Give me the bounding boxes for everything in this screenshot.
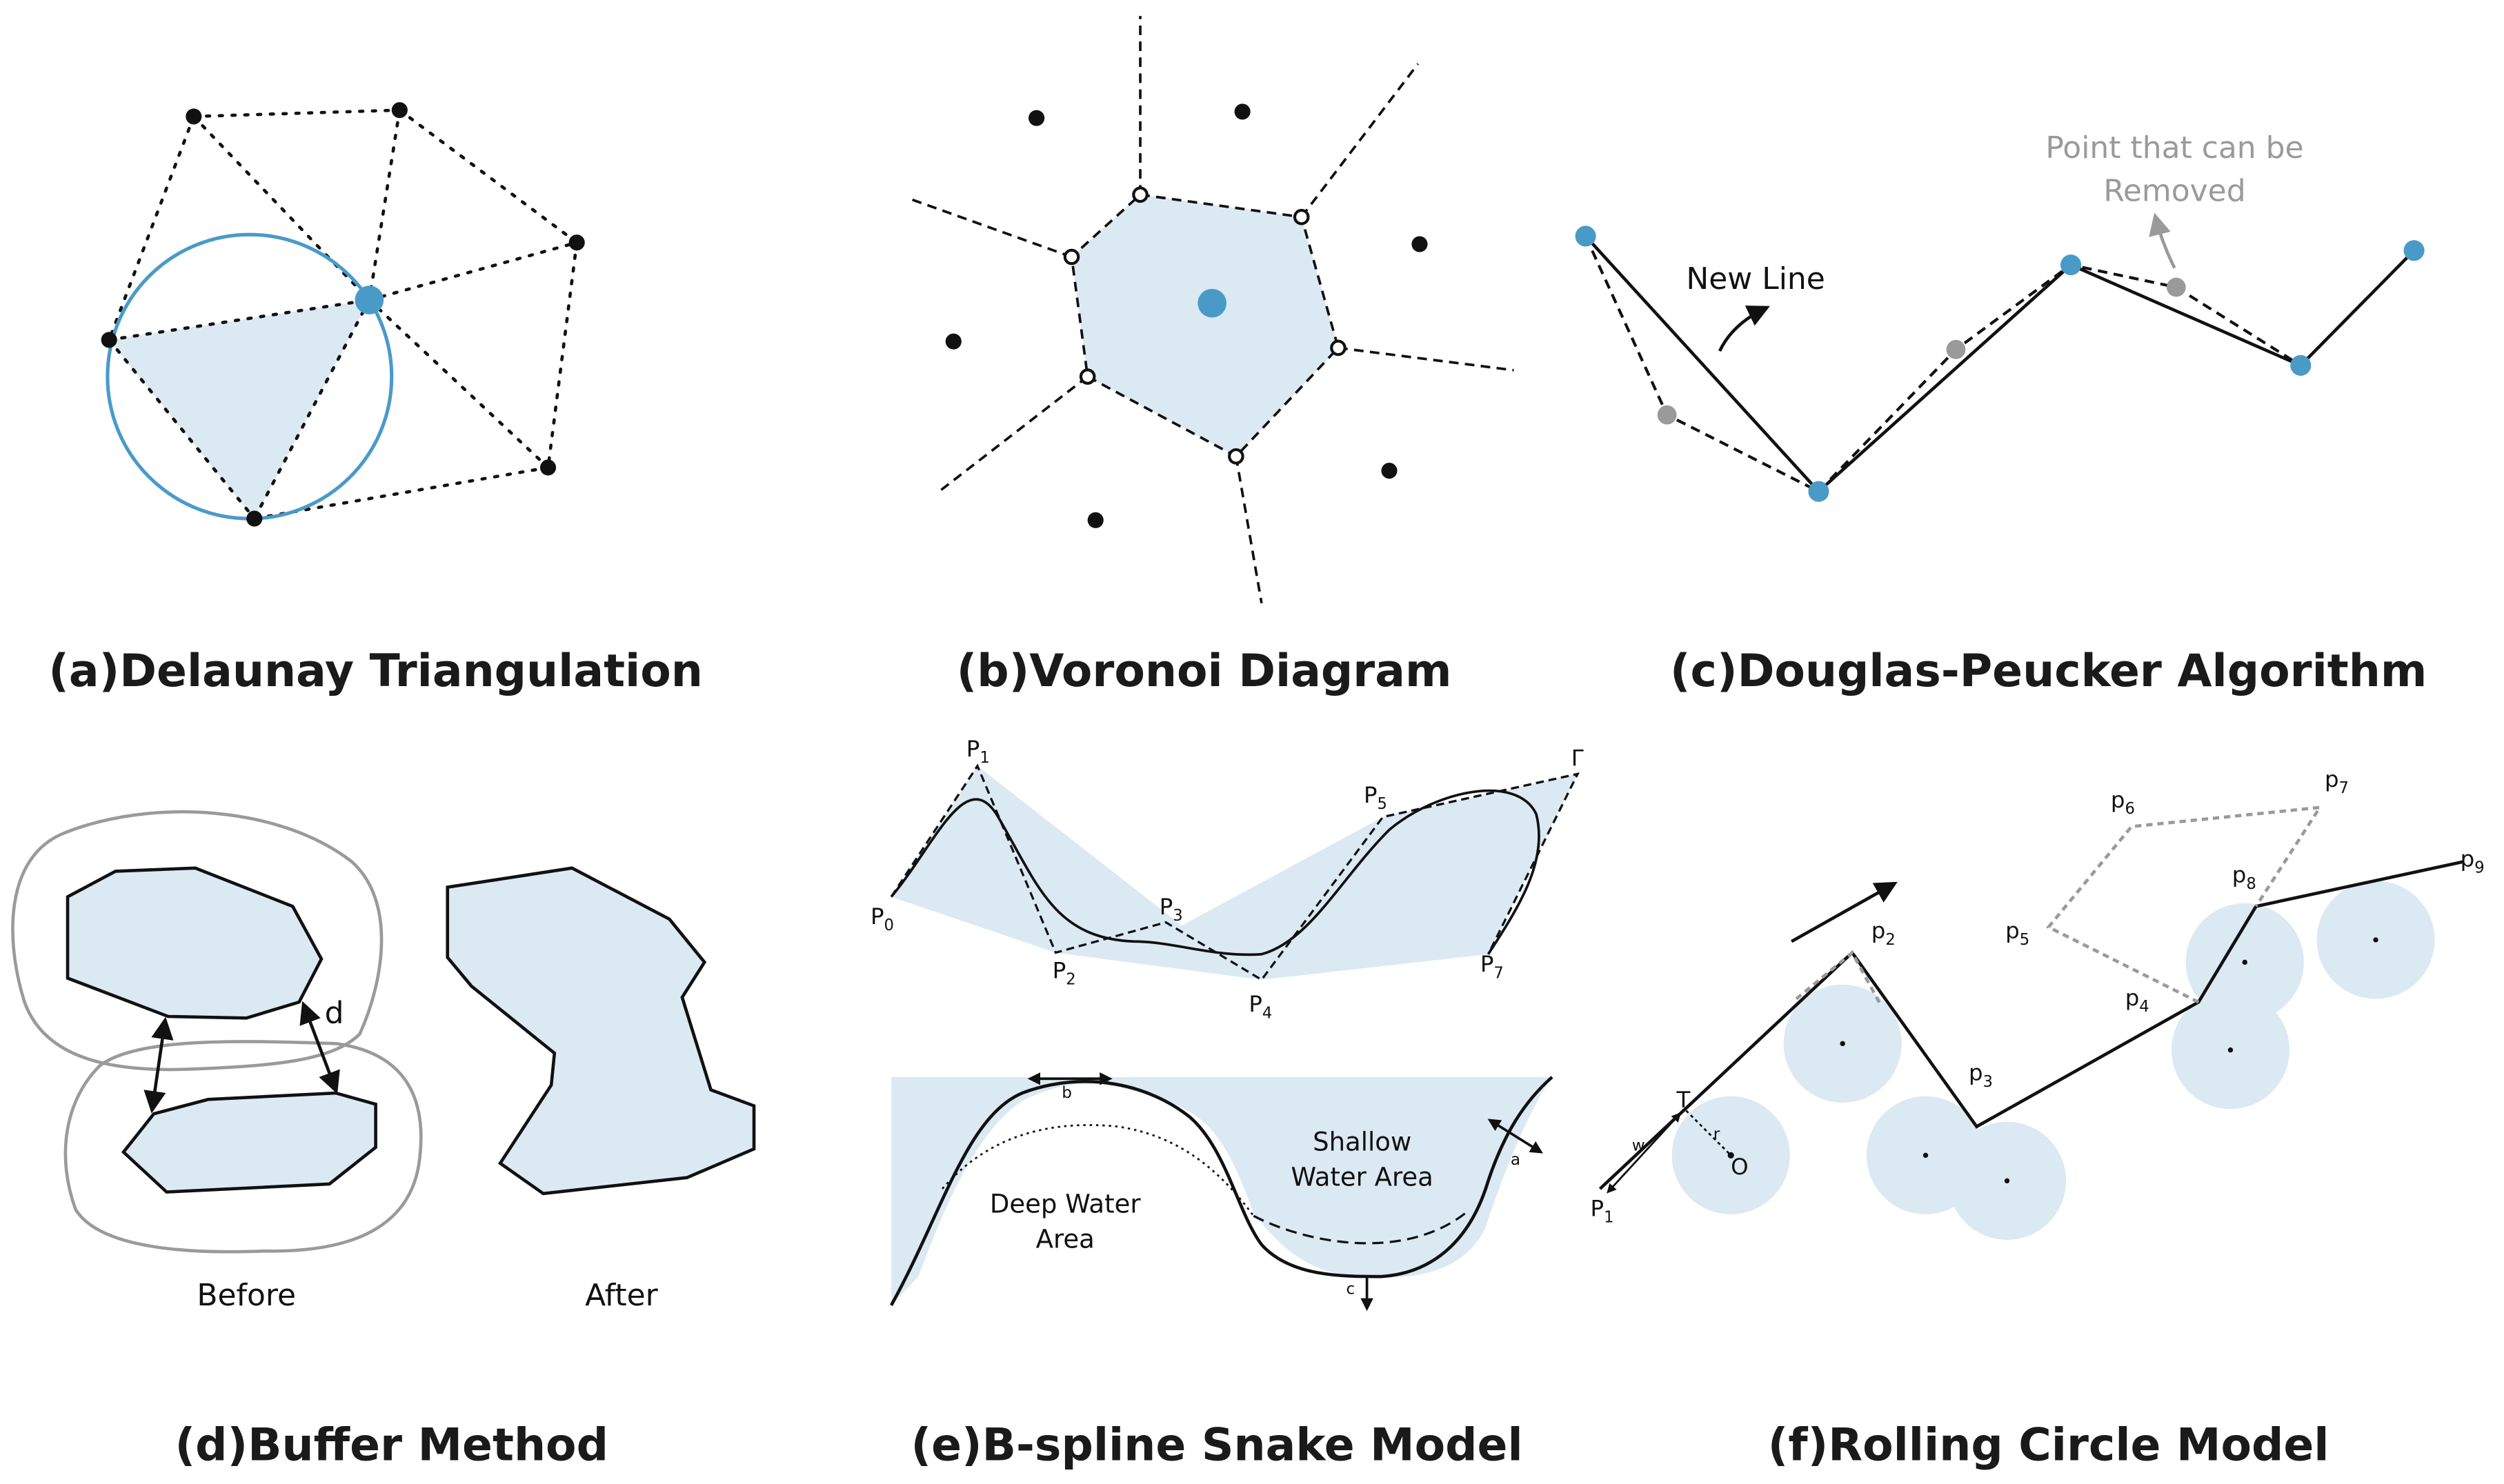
key-point: [1808, 481, 1829, 502]
label-o: O: [1731, 1154, 1748, 1180]
site: [1411, 236, 1428, 252]
buffer-outline-bottom: [63, 1040, 423, 1254]
direction-arrow: [1790, 881, 1898, 943]
distance-label: d: [325, 995, 344, 1030]
label-p9: p9: [2461, 845, 2485, 876]
panel-buffer: d Before After (d)Buffer Method: [11, 810, 756, 1471]
caption-e: (e)B-spline Snake Model: [911, 1419, 1523, 1471]
label-p4: p4: [2125, 985, 2149, 1016]
label-p7: p7: [2325, 766, 2349, 797]
point: [101, 332, 117, 348]
caption-f: (f)Rolling Circle Model: [1768, 1419, 2329, 1471]
highlighted-triangle: [109, 300, 370, 519]
deep-label-line1: Deep Water: [990, 1190, 1142, 1219]
panel-voronoi: (b)Voronoi Diagram: [906, 16, 1514, 697]
removed-segment-2: [2046, 805, 2323, 1004]
new-line-label: New Line: [1686, 261, 1825, 297]
spline-curve: [890, 789, 1540, 956]
label-p6: p6: [2111, 787, 2135, 818]
grey-point: [1946, 339, 1966, 359]
site: [1234, 103, 1251, 120]
key-point: [2290, 354, 2312, 376]
caption-b: (b)Voronoi Diagram: [957, 645, 1452, 697]
label-p4: P4: [1249, 991, 1272, 1022]
triangulation-edges: [107, 108, 579, 521]
site: [945, 333, 962, 350]
shallow-label-line1: Shallow: [1313, 1127, 1411, 1156]
before-label: Before: [197, 1278, 296, 1313]
water-area-fill: [891, 1076, 1553, 1305]
site: [1087, 512, 1104, 528]
label-p2: P2: [1053, 957, 1076, 988]
shoreline-curve: [890, 1076, 1553, 1306]
panel-bspline: P0 P1 P2 P3 P4 P5 P7 Γ b a c Shallow Wat…: [871, 736, 1584, 1471]
label-p3: P3: [1160, 894, 1183, 925]
key-point: [1575, 225, 1596, 247]
circle-centers: [1840, 937, 2378, 1184]
distance-arrow-left: [143, 1016, 174, 1114]
label-r: r: [1713, 1125, 1720, 1143]
deep-water-curve: [942, 1124, 1255, 1217]
key-point: [2060, 254, 2082, 276]
label-p7: P7: [1480, 951, 1504, 982]
shallow-water-curve: [1253, 1212, 1467, 1245]
label-p2: p2: [1871, 918, 1896, 949]
key-point: [2403, 240, 2425, 261]
label-p0: P0: [871, 903, 894, 934]
voronoi-vertices: [1063, 186, 1347, 465]
panel-rolling-circle: O r w T P1 p2 p3 p4 p5 p6 p7 p8 p9 (f)Ro…: [1591, 766, 2485, 1471]
caption-a: (a)Delaunay Triangulation: [48, 645, 703, 697]
polygon-bottom: [121, 1091, 377, 1194]
point: [246, 510, 263, 527]
point: [568, 234, 585, 251]
point: [186, 108, 202, 125]
panel-delaunay: (a)Delaunay Triangulation: [48, 102, 703, 697]
deep-label-line2: Area: [1036, 1225, 1095, 1254]
label-p5: P5: [1364, 782, 1387, 813]
label-w: w: [1632, 1136, 1645, 1154]
point: [539, 459, 557, 476]
a-arrow: [1487, 1119, 1543, 1154]
c-label: c: [1347, 1281, 1355, 1298]
removable-label-line1: Point that can be: [2045, 130, 2303, 166]
removable-label-line2: Removed: [2103, 174, 2245, 209]
grey-point: [2166, 277, 2186, 297]
label-gamma: Γ: [1571, 745, 1584, 772]
center-o: [1727, 1152, 1734, 1159]
label-p8: p8: [2232, 862, 2256, 893]
merged-polygon: [446, 866, 756, 1196]
label-t: T: [1676, 1087, 1691, 1113]
label-p1: P1: [1591, 1195, 1614, 1226]
removed-segment-1: [1795, 950, 1882, 1006]
simplified-path: [1598, 860, 2464, 1190]
highlighted-point: [355, 285, 384, 314]
point: [391, 102, 408, 119]
rolling-circles: [1671, 881, 2435, 1240]
grey-point: [1657, 405, 1677, 425]
voronoi-cell: [1070, 193, 1340, 459]
distance-arrow-right: [299, 1001, 340, 1094]
shallow-label-line2: Water Area: [1291, 1162, 1433, 1192]
label-p3: p3: [1969, 1060, 1993, 1091]
label-p5: p5: [2005, 918, 2029, 949]
panel-douglas-peucker: New Line Point that can be Removed (c)Do…: [1575, 130, 2427, 697]
curved-arrow: [1718, 305, 1770, 352]
caption-c: (c)Douglas-Peucker Algorithm: [1670, 645, 2427, 697]
r-line: [1685, 1110, 1732, 1156]
center-site: [1198, 288, 1226, 318]
site: [1381, 463, 1398, 479]
voronoi-edges: [906, 16, 1514, 604]
grey-arrow: [2149, 212, 2176, 269]
label-p1: P1: [966, 736, 990, 767]
site: [1029, 110, 1045, 126]
a-label: a: [1511, 1151, 1520, 1169]
convex-hull-fill: [891, 765, 1578, 980]
after-label: After: [585, 1278, 658, 1313]
caption-d: (d)Buffer Method: [175, 1419, 608, 1471]
polygon-top: [66, 866, 324, 1020]
b-label: b: [1062, 1084, 1072, 1102]
w-arrow: [1607, 1112, 1682, 1194]
